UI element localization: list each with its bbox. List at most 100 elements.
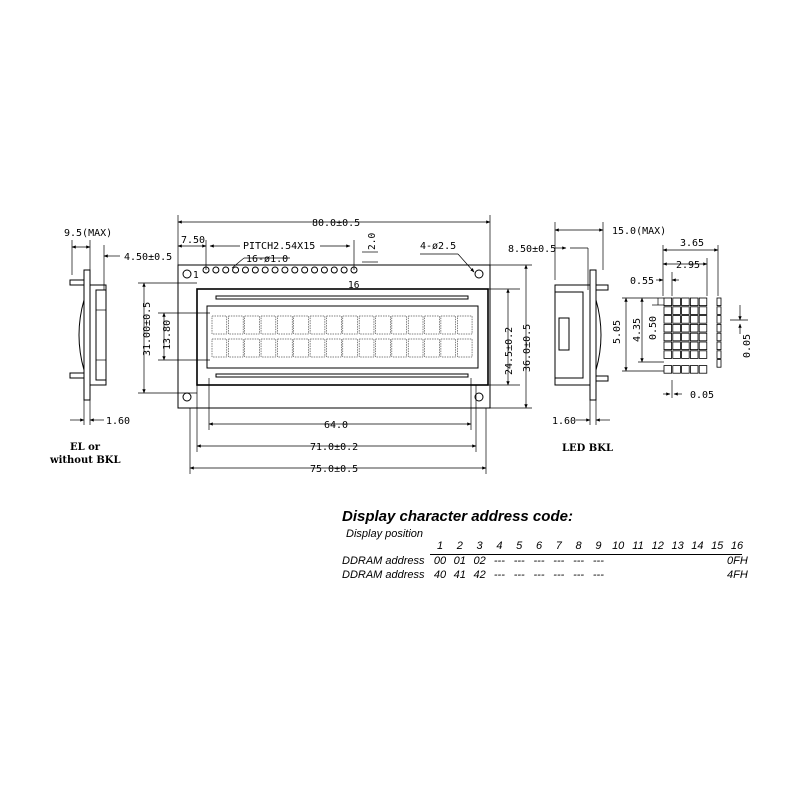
- position-cell: 12: [651, 540, 664, 552]
- position-cell: 9: [595, 540, 602, 552]
- char-cell: [277, 338, 293, 358]
- caption-el-line1: EL or: [70, 442, 101, 453]
- char-cell: [440, 315, 456, 335]
- dot: [663, 297, 672, 306]
- dot: [690, 306, 699, 315]
- dot: [663, 306, 672, 315]
- char-cell: [457, 315, 473, 335]
- dim-active-width: 64.0: [324, 420, 348, 431]
- address-cell: 01: [453, 555, 466, 567]
- cursor-dot: [681, 365, 690, 374]
- address-cell: ---: [592, 555, 604, 567]
- dim-right-pcb: 1.60: [552, 416, 576, 427]
- char-cell: [440, 338, 456, 358]
- pin: [222, 266, 230, 274]
- cursor-dot: [690, 365, 699, 374]
- address-cell: 02: [473, 555, 486, 567]
- dim-dot-area-height: 4.35: [632, 318, 643, 342]
- pin: [232, 266, 240, 274]
- dim-outline-height: 31.00±0.5: [142, 302, 153, 356]
- dot: [690, 332, 699, 342]
- dim-right-thickness: 15.0(MAX): [612, 226, 666, 237]
- position-cell: 4: [496, 540, 503, 552]
- dim-view-width: 71.0±0.2: [310, 442, 358, 453]
- dot: [681, 315, 690, 324]
- position-cell: 8: [575, 540, 582, 552]
- address-cell: 40: [433, 569, 447, 581]
- address-cell: ---: [573, 555, 585, 567]
- pin: [271, 266, 279, 274]
- char-gap-dot: [716, 315, 722, 324]
- front-view: 80.0±0.5 7.50 PITCH2.54X15 2.0 16-ø1.0 4…: [138, 215, 533, 475]
- pin: [311, 266, 319, 274]
- address-cell: ---: [553, 569, 565, 581]
- positions-rule: [430, 554, 742, 555]
- address-cell: ---: [553, 555, 565, 567]
- pin: [281, 266, 289, 274]
- dot: [663, 350, 672, 359]
- address-cell: ---: [533, 555, 545, 567]
- dim-dot-pitch-x: 0.55: [630, 276, 654, 287]
- dim-pcb-height: 36.0±0.5: [522, 324, 533, 372]
- pin-label-last: 16: [348, 280, 360, 291]
- char-cell: [260, 338, 277, 358]
- dot: [698, 315, 708, 324]
- address-cell: 0FH: [727, 555, 748, 567]
- address-cell: ---: [493, 569, 505, 581]
- dot: [663, 332, 672, 342]
- address-code-section: Display character address code: Display …: [342, 508, 782, 588]
- char-cell: [244, 315, 260, 335]
- char-cell: [375, 315, 391, 335]
- pin: [261, 266, 269, 274]
- position-cell: 2: [456, 540, 463, 552]
- char-cell: [457, 338, 473, 358]
- position-cell: 14: [691, 540, 704, 552]
- ddram-row-label: DDRAM address: [342, 555, 425, 567]
- dot: [690, 315, 699, 324]
- char-cell: [293, 338, 309, 358]
- dim-dot-gap-y: 0.05: [742, 334, 753, 358]
- char-cell: [244, 338, 260, 358]
- char-cell: [424, 338, 440, 358]
- char-gap-dot: [716, 323, 722, 333]
- dot: [681, 350, 690, 359]
- char-cell: [211, 315, 228, 335]
- dot: [672, 323, 681, 333]
- pin: [340, 266, 348, 274]
- dim-pin-dia: 16-ø1.0: [246, 254, 288, 265]
- address-cell: 00: [433, 555, 447, 567]
- dot: [698, 297, 708, 306]
- char-cell: [228, 315, 244, 335]
- char-grid: [211, 315, 473, 358]
- dim-left-pcb: 1.60: [106, 416, 130, 427]
- dot: [690, 341, 699, 350]
- position-cell: 13: [671, 540, 684, 552]
- dim-bezel-height: 24.5±0.2: [504, 327, 515, 375]
- char-cell: [358, 315, 375, 335]
- dot: [663, 341, 672, 350]
- dot: [672, 297, 681, 306]
- char-gap-dot: [716, 297, 722, 306]
- position-cell: 7: [555, 540, 562, 552]
- char-detail: 3.65 2.95 0.55 5.05 4.35 0.50 0.05 0.05: [612, 238, 753, 401]
- dim-pin-pitch: PITCH2.54X15: [243, 241, 315, 252]
- dot: [672, 332, 681, 342]
- address-cell: ---: [513, 555, 525, 567]
- address-cell: ---: [573, 569, 585, 581]
- left-side-view: 9.5(MAX) 4.50±0.5 1.60 EL or without BKL: [49, 228, 172, 466]
- pin: [241, 266, 249, 274]
- dot: [672, 306, 681, 315]
- dot: [672, 315, 681, 324]
- char-cell: [309, 338, 326, 358]
- position-cell: 16: [730, 540, 744, 552]
- pin: [251, 266, 259, 274]
- char-cell: [260, 315, 277, 335]
- char-gap-dot: [716, 332, 722, 342]
- char-gap-dot: [716, 306, 722, 315]
- dim-dot-gap-x: 0.05: [690, 390, 714, 401]
- char-cell: [391, 315, 407, 335]
- char-cell: [228, 338, 244, 358]
